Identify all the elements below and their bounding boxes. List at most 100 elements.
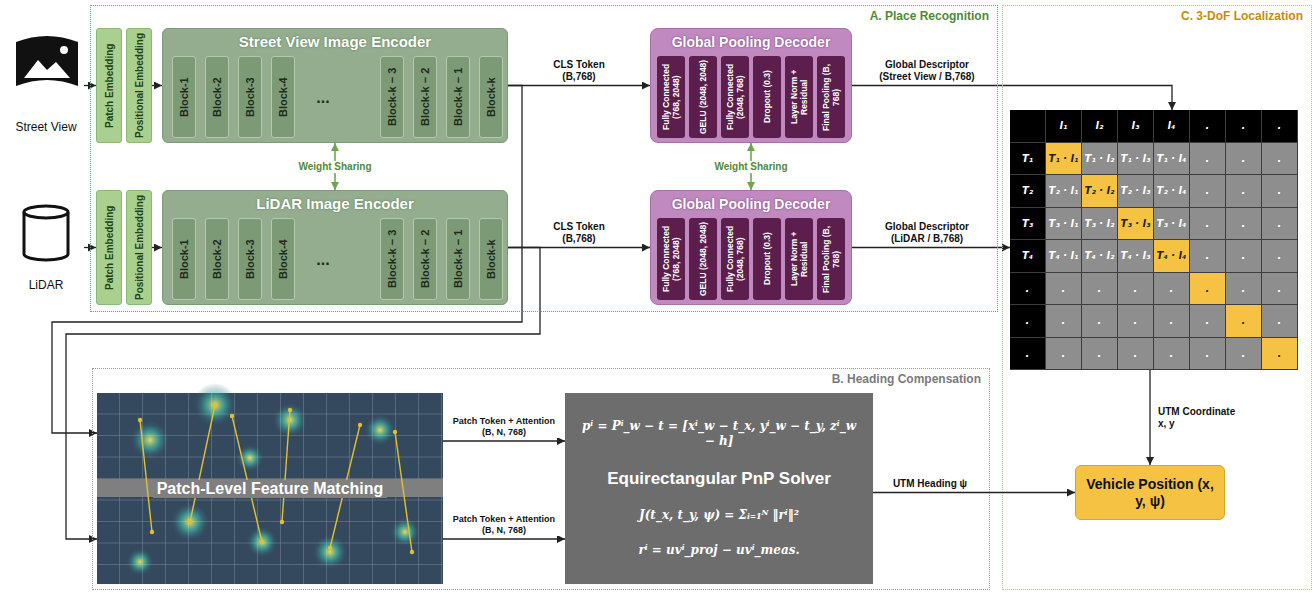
matrix-cell: T₂ · l₁ [1046,175,1081,207]
node-text: A. Place Recognition [99,9,989,23]
embedding-box: Positional Embedding [126,190,152,305]
connector [152,247,162,248]
node-text: C. 3-DoF Localization [1011,9,1303,23]
matrix-cell-text: . [1206,283,1210,294]
transformer-block: Block-k − 3 [380,218,404,300]
matrix-cell-text: . [1134,348,1138,359]
node-text: Block-k [485,77,497,117]
connector [443,440,565,441]
matrix-cell: . [1262,175,1297,207]
matrix-cell: . [1226,338,1261,370]
transformer-block: Block-k − 2 [413,56,437,138]
matrix-cell: . [1262,305,1297,337]
matrix-cell-text: . [1278,283,1282,294]
matrix-cell-text: . [1206,153,1210,164]
connector-label: Global Descriptor (Street View / B,768) [867,59,987,83]
matrix-cell-text: . [1206,120,1210,131]
weight-sharing-label: Weight Sharing [296,161,373,173]
decoder-layer: Fully Connected (768, 2048) [657,218,685,300]
matrix-cell: T₁ · l₁ [1046,143,1081,175]
decoder-layer: GELU (2048, 2048) [689,218,717,300]
matrix-cell: T₃ · l₂ [1082,208,1117,240]
decoder-layer: Dropout (0.3) [753,218,781,300]
node-text: pⁱ = Pⁱ_w − t = [xⁱ_w − t_x, yⁱ_w − t_y,… [575,419,863,449]
matrix-cell: l₂ [1082,110,1117,142]
decoder-layer: Dropout (0.3) [753,56,781,138]
matrix-cell: . [1226,110,1261,142]
decoder-layer: Final Pooling (B, 768) [817,56,845,138]
matrix-cell: . [1118,273,1153,305]
node-text: Block-k − 3 [386,230,398,288]
node-text: rⁱ = uvⁱ_proj − uvⁱ_meas. [638,543,799,558]
stage-panel: C. 3-DoF Localizationl₁l₂l₃l₄...T₁T₁ · l… [1002,5,1312,590]
matrix-cell: T₂ · l₂ [1082,175,1117,207]
transformer-block: Block-4 [271,218,295,300]
matrix-cell-text: . [1170,283,1174,294]
embedding-box: Patch Embedding [96,28,122,143]
matrix-cell: . [1262,273,1297,305]
encoder-box: LiDAR Image EncoderBlock-1Block-2Block-3… [162,190,508,305]
connector [852,247,1010,248]
matrix-cell-text: . [1278,250,1282,261]
matrix-cell: T₁ · l₃ [1118,143,1153,175]
matrix-cell-text: T₄ · l₄ [1157,250,1187,261]
node-text: Block-3 [244,239,256,279]
matrix-cell: T₂ [1010,175,1045,207]
matrix-cell-text: . [1134,283,1138,294]
matrix-cell-text: T₁ · l₄ [1157,153,1187,164]
matrix-cell: . [1226,305,1261,337]
transformer-block: Block-k − 1 [446,218,470,300]
node-text: Dropout (0.3) [762,233,772,286]
node-text: Positional Embedding [134,33,145,138]
node-text: Layer Norm + Residual [789,59,809,135]
matrix-cell: . [1226,143,1261,175]
decoder-layer: Final Pooling (B, 768) [817,218,845,300]
node-text: Block-2 [211,77,223,117]
node-text: Block-k − 1 [452,68,464,126]
node-text: Street View Image Encoder [163,33,507,51]
transformer-block: Block-k − 2 [413,218,437,300]
matrix-cell-text: . [1206,218,1210,229]
matrix-cell-text: . [1242,348,1246,359]
connector-label: CLS Token (B,768) [546,59,612,83]
matrix-cell: . [1046,273,1081,305]
matrix-cell-text: . [1098,315,1102,326]
transformer-block: Block-1 [172,56,196,138]
node-text: Block-k [485,239,497,279]
matrix-cell: . [1118,305,1153,337]
transformer-block: Block-4 [271,56,295,138]
node-text: Final Pooling (B, 768) [821,221,841,297]
matrix-cell-text: . [1062,283,1066,294]
input-source: LiDAR [8,196,84,296]
matrix-cell-text: l₁ [1060,120,1068,131]
matrix-cell-text: . [1062,348,1066,359]
transformer-block: Block-k [479,218,503,300]
matrix-cell: T₄ · l₃ [1118,240,1153,272]
output-box: Vehicle Position (x, y, ψ) [1075,465,1225,520]
transformer-block: Block-k [479,56,503,138]
matrix-cell: . [1118,338,1153,370]
matrix-cell-text: . [1242,218,1246,229]
node-text: Block-k − 2 [419,68,431,126]
node-text: Fully Connected (2048, 768) [725,59,745,135]
connector-label: UTM Coordinate x, y [1156,406,1248,430]
matrix-cell-text: . [1242,185,1246,196]
matrix-cell: l₃ [1118,110,1153,142]
matrix-cell-text: . [1026,315,1030,326]
decoder-layer: Fully Connected (2048, 768) [721,56,749,138]
matrix-cell-text: . [1278,315,1282,326]
matrix-cell-text: T₂ · l₄ [1157,185,1187,196]
matrix-cell-text: T₃ · l₁ [1049,218,1079,229]
matrix-cell: l₄ [1154,110,1189,142]
matrix-cell: . [1082,305,1117,337]
matrix-cell: . [1046,338,1081,370]
decoder-box: Global Pooling DecoderFully Connected (7… [650,28,852,143]
matrix-cell: T₄ · l₂ [1082,240,1117,272]
feature-matching-box: Patch-Level Feature Matching [97,393,443,584]
node-text: Fully Connected (768, 2048) [661,59,681,135]
node-text: Patch Embedding [104,205,115,289]
matrix-cell: . [1190,240,1225,272]
node-text: Block-k − 1 [452,230,464,288]
matrix-cell-text: . [1206,250,1210,261]
matrix-cell: T₄ [1010,240,1045,272]
